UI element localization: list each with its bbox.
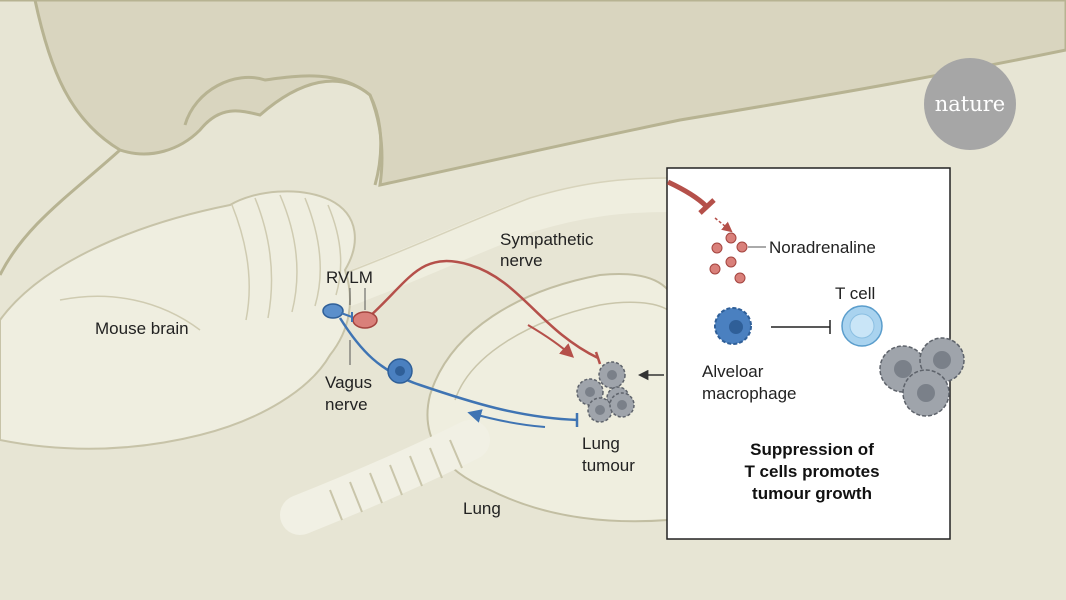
trachea-rings: [329, 439, 463, 521]
noradrenaline-molecules: [709, 232, 748, 284]
macrophage-label-2: macrophage: [702, 384, 797, 403]
sympathetic-nerve: [367, 259, 599, 360]
mouse-body: [0, 0, 1066, 187]
vagus-arrow: [467, 409, 546, 428]
noradrenaline-label: Noradrenaline: [769, 238, 876, 257]
trachea: [280, 420, 490, 535]
t-cell-nucleus: [849, 313, 875, 339]
sympathetic-arrow: [527, 324, 575, 358]
rvlm-label: RVLM: [326, 268, 373, 287]
lung-label: Lung: [463, 499, 501, 518]
inset-terminal-cap: [698, 198, 716, 215]
summary-line-1: Suppression of: [750, 440, 874, 459]
macrophage-nucleus: [729, 320, 743, 334]
inset-tumour-cells: [879, 337, 965, 417]
mouse-brain: [0, 190, 356, 450]
mouse-ear: [183, 74, 383, 186]
vagus-nerve: [338, 317, 579, 422]
noradrenaline-release-arrow: [714, 217, 733, 233]
rvlm-synapse: [340, 312, 353, 322]
mouse-silhouette: [0, 0, 1066, 276]
summary-line-2: T cells promotes: [744, 462, 879, 481]
lung-tumour-label-2: tumour: [582, 456, 635, 475]
sympathetic-terminal: [594, 351, 602, 365]
sympathetic-label-1: Sympathetic: [500, 230, 594, 249]
vagus-label-1: Vagus: [325, 373, 372, 392]
mouse-snout: [0, 148, 122, 276]
rvlm-red-neuron: [352, 311, 378, 329]
inset-sympathetic-terminal: [666, 179, 708, 208]
rvlm-leader: [349, 288, 366, 310]
vagus-label-2: nerve: [325, 395, 368, 414]
nature-logo-circle: [924, 58, 1016, 150]
summary-line-3: tumour growth: [752, 484, 872, 503]
nature-logo-text: nature: [935, 92, 1005, 116]
rvlm-blue-neuron: [322, 303, 344, 319]
macrophage-label-1: Alveloar: [702, 362, 764, 381]
lung-tumour-label-1: Lung: [582, 434, 620, 453]
cerebellum-folds: [59, 194, 342, 331]
mouse-brain-label: Mouse brain: [95, 319, 189, 338]
lung-inner-line: [454, 301, 669, 401]
vagal-ganglion-nucleus: [395, 366, 405, 376]
lung-tumour: [576, 361, 635, 423]
sympathetic-label-2: nerve: [500, 251, 543, 270]
inset-panel: Noradrenaline Alveloar macrophage T cell…: [666, 167, 965, 540]
t-cell-label: T cell: [835, 284, 875, 303]
nature-logo: nature: [924, 58, 1016, 150]
